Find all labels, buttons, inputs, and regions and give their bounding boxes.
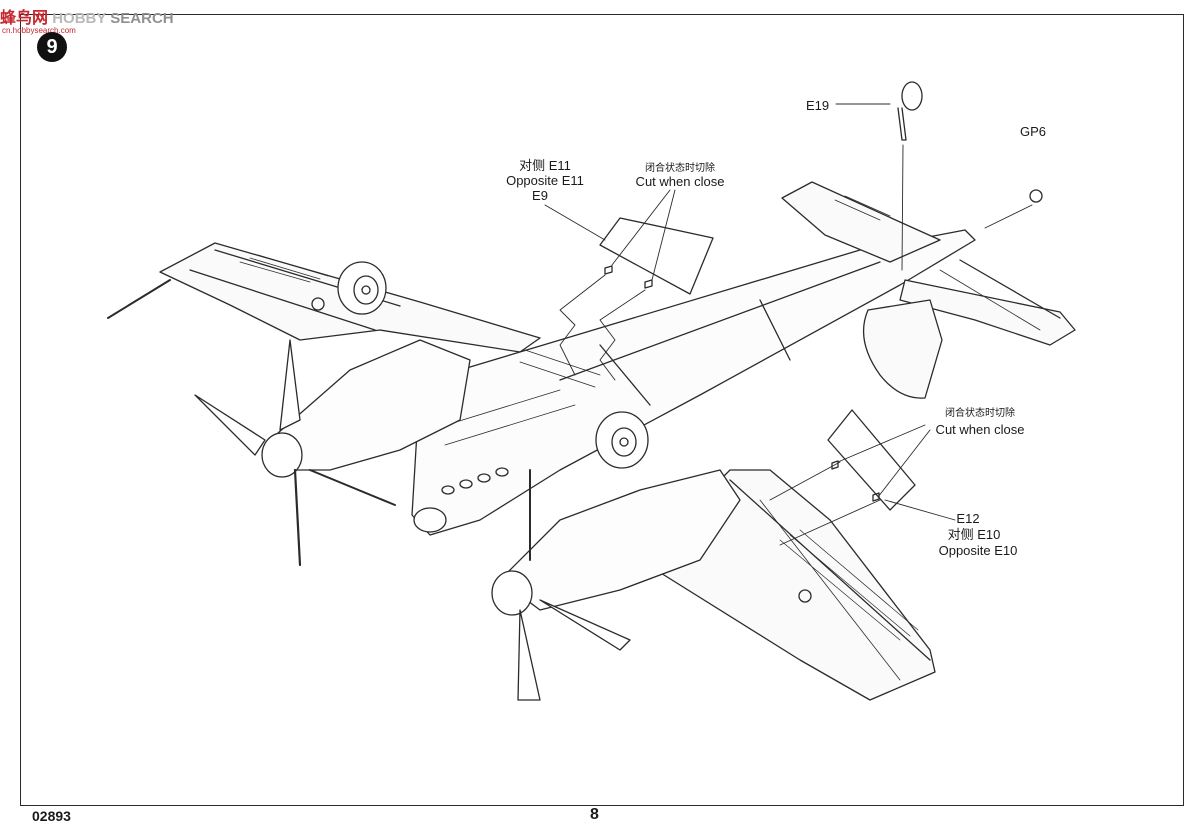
- bay-door-e12: [769, 409, 956, 546]
- right-engine: [491, 469, 741, 701]
- watermark-search: SEARCH: [110, 10, 174, 27]
- callout-e10-cn: 对侧 E10: [947, 527, 1001, 542]
- left-engine: [194, 339, 471, 567]
- callout-e9: E9: [532, 188, 548, 203]
- watermark-subdomain: cn.hobbysearch.com: [2, 26, 76, 35]
- watermark: 蜂鸟网 HOBBY SEARCH cn.hobbysearch.com: [0, 4, 174, 35]
- left-wing: [107, 242, 541, 353]
- callout-e11-en: Opposite E11: [506, 173, 584, 188]
- step-number-badge: 9: [37, 32, 67, 62]
- page-number: 8: [590, 806, 599, 823]
- callout-e10-en: Opposite E10: [938, 543, 1018, 558]
- callout-e11-cn: 对侧 E11: [519, 158, 571, 173]
- callout-e19: E19: [806, 98, 830, 113]
- product-code: 02893: [32, 808, 71, 824]
- left-main-wheel: [337, 261, 387, 315]
- callout-cut-cn-left: 闭合状态时切除: [645, 163, 715, 174]
- page-frame: [20, 14, 1184, 806]
- callout-cut-en-left: Cut when close: [635, 174, 725, 189]
- callout-cut-cn-right: 闭合状态时切除: [945, 408, 1015, 419]
- tail-unit: [781, 181, 1076, 399]
- right-main-wheel: [595, 411, 649, 469]
- watermark-cn: 蜂鸟网: [0, 10, 49, 27]
- bay-door-e9: [544, 189, 714, 381]
- nose-cone: [413, 507, 447, 533]
- callout-cut-en-right: Cut when close: [935, 422, 1025, 437]
- tail-wheel-part: [835, 81, 923, 271]
- watermark-hobby: HOBBY: [52, 10, 107, 27]
- callout-e12: E12: [956, 511, 980, 526]
- gp6-part: [984, 189, 1043, 229]
- callout-gp6: GP6: [1020, 124, 1047, 139]
